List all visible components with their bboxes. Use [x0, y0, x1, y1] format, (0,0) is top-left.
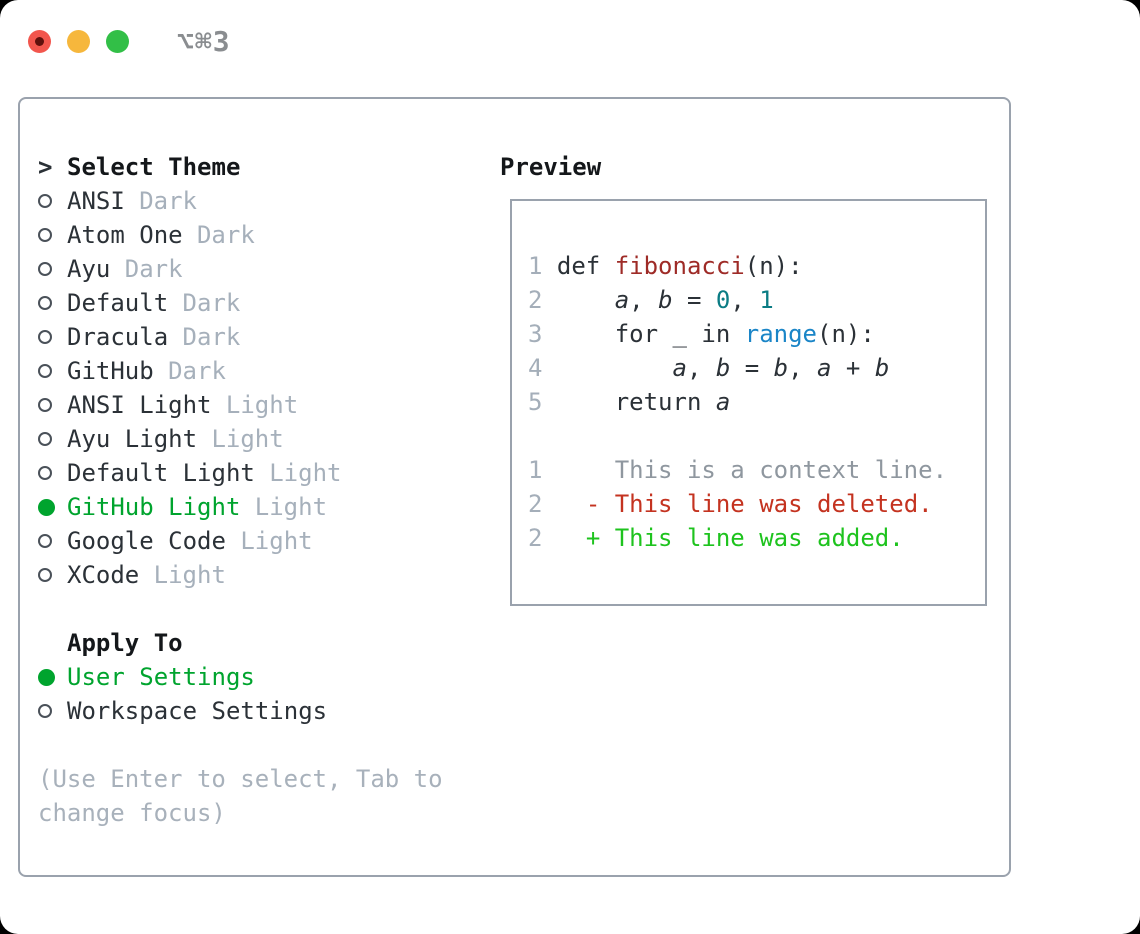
theme-option-label: Default [67, 289, 169, 317]
apply-option-label: User Settings [67, 663, 255, 691]
theme-option-xcode[interactable]: XCode Light [38, 558, 498, 592]
theme-variant-label: Dark [196, 221, 255, 249]
traffic-lights [28, 30, 145, 53]
code-line [528, 419, 973, 453]
minimize-button-icon[interactable] [67, 30, 90, 53]
theme-option-label: GitHub Light [67, 493, 241, 521]
apply-to-title: Apply To [67, 629, 183, 657]
theme-option-ansi-light[interactable]: ANSI Light Light [38, 388, 498, 422]
theme-option-label: Dracula [67, 323, 169, 351]
titlebar: ⌥⌘3 [28, 25, 231, 58]
theme-variant-label: Light [211, 425, 284, 453]
code-line: 4 a, b = b, a + b [528, 354, 890, 382]
code-line: 2 - This line was deleted. [528, 490, 933, 518]
preview-title: Preview [500, 153, 602, 181]
radio-icon [38, 534, 67, 548]
theme-variant-label: Dark [168, 357, 226, 385]
code-line: 3 for _ in range(n): [528, 320, 875, 348]
radio-icon [38, 296, 67, 310]
preview-column: Preview 1 def fibonacci(n): 2 a, b = 0, 1… [500, 150, 987, 606]
close-button-icon[interactable] [28, 30, 51, 53]
theme-variant-label: Dark [124, 255, 183, 283]
radio-icon [38, 194, 67, 208]
theme-picker-title: Select Theme [67, 153, 241, 181]
apply-option-workspace-settings[interactable]: Workspace Settings [38, 694, 498, 728]
theme-option-dracula[interactable]: Dracula Dark [38, 320, 498, 354]
theme-variant-label: Light [254, 493, 328, 521]
theme-option-default[interactable]: Default Dark [38, 286, 498, 320]
apply-to-header: Apply To [38, 626, 498, 660]
theme-variant-label: Light [153, 561, 226, 589]
radio-selected-icon [38, 668, 67, 686]
apply-option-label: Workspace Settings [67, 697, 328, 725]
theme-variant-label: Light [269, 459, 342, 487]
code-line: 1 This is a context line. [528, 456, 948, 484]
selection-cursor: > [38, 153, 53, 181]
theme-picker-header: > Select Theme [38, 150, 498, 184]
radio-icon [38, 466, 67, 480]
theme-option-label: Ayu [67, 255, 111, 283]
theme-option-label: Atom One [67, 221, 183, 249]
radio-icon [38, 704, 67, 718]
theme-option-label: Ayu Light [67, 425, 198, 453]
preview-code: 1 def fibonacci(n): 2 a, b = 0, 1 3 for _ … [528, 249, 973, 555]
theme-variant-label: Light [240, 527, 313, 555]
code-line: 2 a, b = 0, 1 [528, 286, 774, 314]
theme-option-atom-one[interactable]: Atom One Dark [38, 218, 498, 252]
radio-icon [38, 432, 67, 446]
radio-icon [38, 262, 67, 276]
apply-option-user-settings[interactable]: User Settings [38, 660, 498, 694]
theme-option-google-code[interactable]: Google Code Light [38, 524, 498, 558]
theme-option-label: Default Light [67, 459, 255, 487]
theme-option-label: Google Code [67, 527, 226, 555]
radio-icon [38, 330, 67, 344]
theme-variant-label: Dark [139, 187, 197, 215]
theme-variant-label: Light [225, 391, 299, 419]
theme-option-github[interactable]: GitHub Dark [38, 354, 498, 388]
theme-variant-label: Dark [182, 323, 241, 351]
radio-icon [38, 398, 67, 412]
theme-option-ansi[interactable]: ANSI Dark [38, 184, 498, 218]
theme-option-label: ANSI Light [67, 391, 212, 419]
theme-option-label: ANSI [67, 187, 125, 215]
radio-selected-icon [38, 498, 67, 516]
theme-option-label: GitHub [67, 357, 154, 385]
radio-icon [38, 364, 67, 378]
keyboard-shortcut-label: ⌥⌘3 [177, 25, 231, 58]
code-line: 5 return a [528, 388, 731, 416]
preview-box: 1 def fibonacci(n): 2 a, b = 0, 1 3 for _ … [510, 199, 987, 606]
code-line: 2 + This line was added. [528, 524, 904, 552]
code-line: 1 def fibonacci(n): [528, 252, 803, 280]
close-dot-icon [35, 37, 44, 46]
radio-icon [38, 568, 67, 582]
theme-option-ayu[interactable]: Ayu Dark [38, 252, 498, 286]
theme-option-label: XCode [67, 561, 140, 589]
zoom-button-icon[interactable] [106, 30, 129, 53]
radio-icon [38, 228, 67, 242]
keyboard-hint-text: (Use Enter to select, Tab to change focu… [38, 765, 443, 827]
theme-variant-label: Dark [182, 289, 241, 317]
theme-option-ayu-light[interactable]: Ayu Light Light [38, 422, 498, 456]
theme-option-github-light[interactable]: GitHub Light Light [38, 490, 498, 524]
theme-option-default-light[interactable]: Default Light Light [38, 456, 498, 490]
